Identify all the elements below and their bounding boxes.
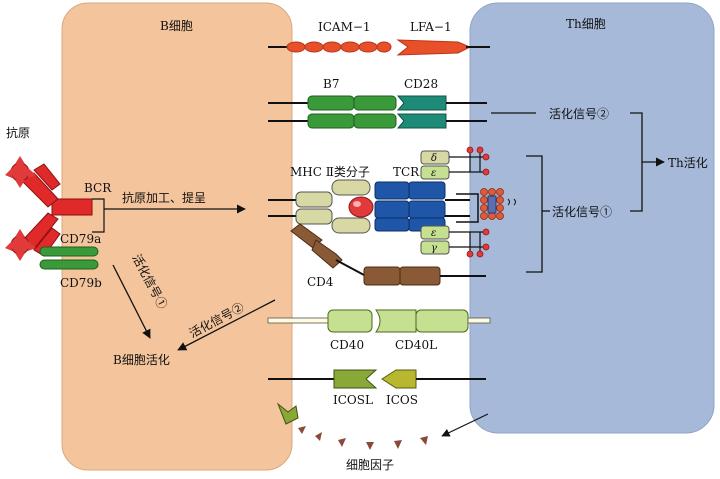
cd40-molecule bbox=[267, 309, 373, 333]
cd79b-label: CD79b bbox=[60, 276, 102, 290]
bcr-bracket bbox=[92, 198, 105, 233]
cd3-chain-1: δ bbox=[431, 153, 437, 164]
th-activation-label: Th活化 bbox=[668, 156, 708, 170]
antigen-label: 抗原 bbox=[6, 125, 30, 140]
th-cell-label: Th细胞 bbox=[566, 17, 606, 31]
signal2-left-arrow bbox=[177, 299, 276, 351]
antigen-peptide bbox=[348, 196, 374, 218]
bcr-molecule bbox=[21, 163, 93, 257]
cd3-chain-4: γ bbox=[431, 243, 437, 254]
cd79a-label: CD79a bbox=[60, 232, 101, 246]
antigen-particles bbox=[5, 156, 36, 261]
cd79-molecules bbox=[39, 246, 99, 270]
signal1-left-arrow bbox=[112, 264, 151, 339]
tcr-molecule bbox=[374, 181, 479, 232]
cd40l-molecule bbox=[375, 309, 491, 333]
signal1-right-label: 活化信号① bbox=[552, 205, 612, 219]
cd4-molecule bbox=[290, 223, 486, 286]
b-cell-body bbox=[61, 2, 293, 471]
zeta-chain-itams bbox=[480, 188, 516, 220]
b7-label: B7 bbox=[323, 77, 339, 91]
th-cell-body bbox=[469, 2, 715, 434]
lfa1-molecule bbox=[396, 39, 490, 56]
cd28-label: CD28 bbox=[404, 77, 438, 91]
tcr-label: TCR bbox=[393, 165, 420, 179]
mhc2-molecule bbox=[268, 179, 371, 234]
signal2-right-label: 活化信号② bbox=[549, 107, 609, 121]
icam1-label: ICAM−1 bbox=[318, 20, 371, 34]
cd40l-label: CD40L bbox=[395, 338, 437, 352]
cd4-label: CD4 bbox=[307, 275, 334, 289]
mhc2-label: MHC Ⅱ类分子 bbox=[290, 165, 370, 179]
cytokine-label: 细胞因子 bbox=[346, 458, 394, 472]
icos-label: ICOS bbox=[386, 393, 418, 407]
processing-label: 抗原加工、提呈 bbox=[122, 190, 206, 205]
cytokine-receptor bbox=[276, 402, 299, 425]
b7-molecule bbox=[268, 95, 397, 129]
icosl-molecule bbox=[268, 369, 378, 389]
cd40-label: CD40 bbox=[330, 338, 364, 352]
b-activation-label: B细胞活化 bbox=[113, 353, 170, 367]
b-cell-label: B细胞 bbox=[160, 19, 193, 33]
icos-molecule bbox=[381, 369, 486, 389]
cd28-molecule bbox=[396, 95, 487, 129]
icam1-molecule bbox=[268, 41, 392, 53]
cd3-complex: δ ε ε γ bbox=[420, 146, 490, 258]
bcr-label: BCR bbox=[84, 181, 112, 195]
signal-bracket bbox=[491, 112, 665, 273]
cytokine-arrow bbox=[441, 413, 489, 437]
cd3-chain-2: ε bbox=[431, 168, 436, 179]
cytokine-particles bbox=[298, 426, 428, 450]
icosl-label: ICOSL bbox=[333, 393, 373, 407]
cd3-chain-3: ε bbox=[431, 228, 436, 239]
lfa1-label: LFA−1 bbox=[410, 20, 452, 34]
